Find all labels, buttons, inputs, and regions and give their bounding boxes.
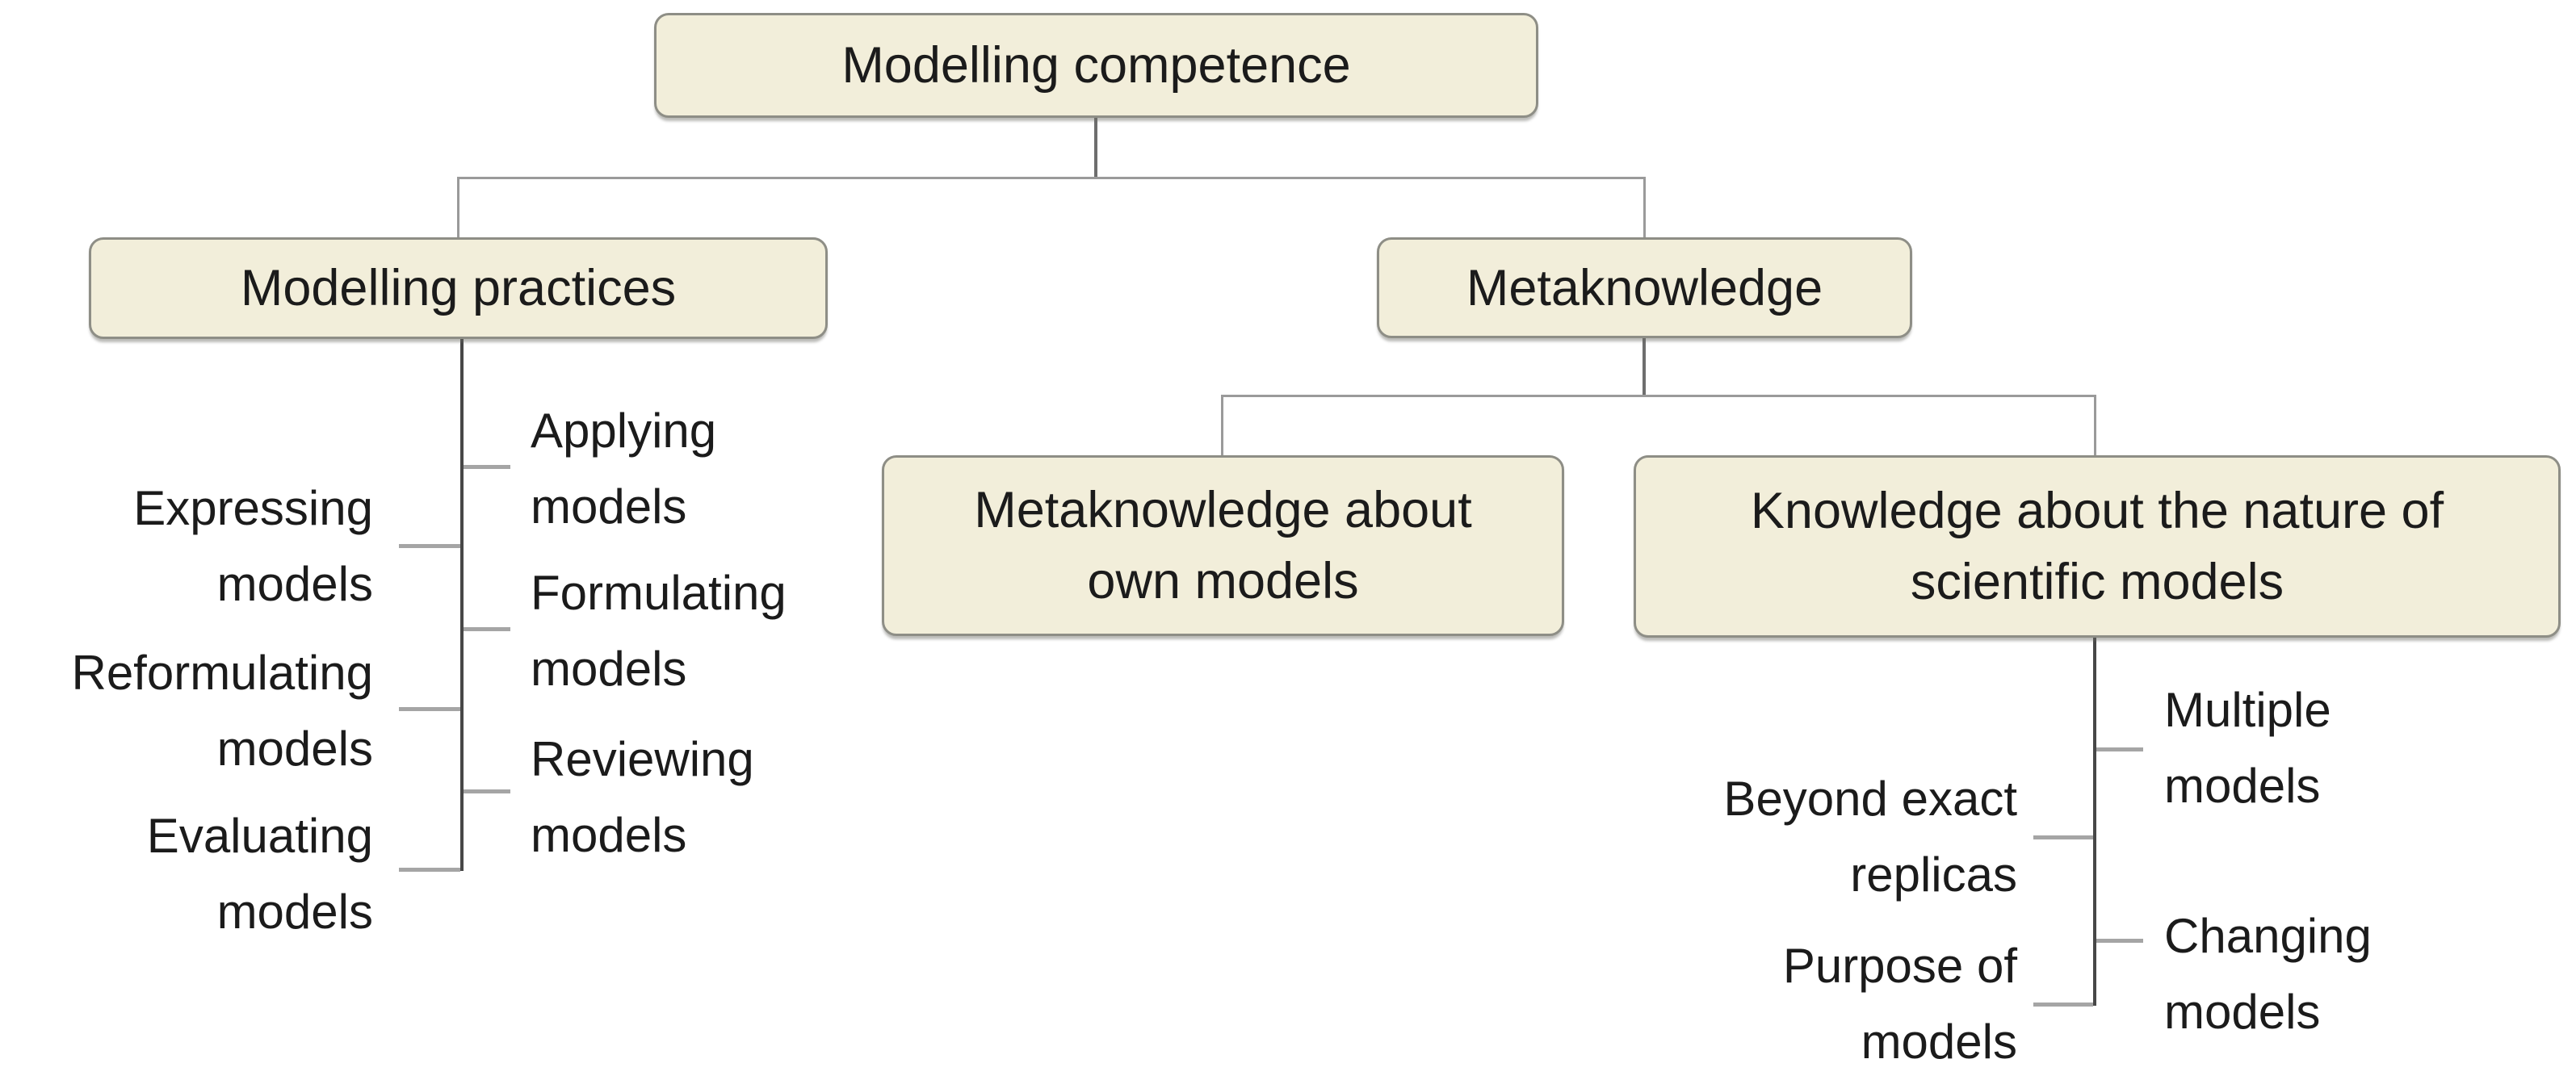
- tick-reviewing-models: [464, 789, 510, 793]
- node-modelling-competence-label: Modelling competence: [841, 37, 1351, 94]
- tick-purpose-of-models: [2033, 1003, 2093, 1007]
- connector-level2-rail: [1221, 395, 2096, 397]
- leaf-applying-models: Applying models: [531, 404, 717, 534]
- node-modelling-practices-label: Modelling practices: [240, 260, 677, 316]
- leaf-reviewing-models: Reviewing models: [531, 732, 754, 862]
- leaf-formulating-models: Formulating models: [531, 566, 787, 696]
- connector-root-stem: [1094, 118, 1097, 179]
- connector-drop-own-models: [1221, 395, 1223, 457]
- leaf-beyond-exact-replicas: Beyond exact replicas: [1723, 772, 2017, 902]
- leaf-multiple-models: Multiple models: [2164, 683, 2331, 813]
- connector-level1-rail: [457, 177, 1646, 179]
- leaf-purpose-of-models: Purpose of models: [1782, 939, 2017, 1069]
- connector-metaknowledge-stem: [1643, 338, 1646, 397]
- node-modelling-practices: Modelling practices: [89, 237, 828, 339]
- tick-changing-models: [2096, 939, 2143, 943]
- tick-beyond-exact-replicas: [2033, 835, 2093, 839]
- node-metaknowledge-about-own-models-label: Metaknowledge about own models: [974, 482, 1472, 609]
- tick-multiple-models: [2096, 747, 2143, 751]
- leaf-reformulating-models: Reformulating models: [71, 646, 373, 776]
- tick-expressing-models: [399, 544, 460, 548]
- node-knowledge-nature-scientific-models-label: Knowledge about the nature of scientific…: [1750, 483, 2444, 610]
- leaf-evaluating-models: Evaluating models: [146, 809, 373, 939]
- node-metaknowledge: Metaknowledge: [1377, 237, 1912, 338]
- node-knowledge-nature-scientific-models: Knowledge about the nature of scientific…: [1634, 455, 2561, 638]
- connector-drop-metaknowledge: [1643, 177, 1646, 239]
- node-metaknowledge-label: Metaknowledge: [1466, 259, 1823, 316]
- connector-nature-leaf-stem: [2093, 638, 2096, 1006]
- leaf-changing-models: Changing models: [2164, 909, 2372, 1039]
- tick-formulating-models: [464, 627, 510, 631]
- tick-evaluating-models: [399, 868, 460, 872]
- connector-drop-practices: [457, 177, 459, 239]
- tick-reformulating-models: [399, 707, 460, 711]
- tick-applying-models: [464, 465, 510, 469]
- node-modelling-competence: Modelling competence: [654, 13, 1538, 118]
- connector-practices-leaf-stem: [460, 339, 464, 871]
- connector-drop-nature: [2094, 395, 2096, 457]
- leaf-expressing-models: Expressing models: [133, 481, 373, 611]
- node-metaknowledge-about-own-models: Metaknowledge about own models: [882, 455, 1564, 636]
